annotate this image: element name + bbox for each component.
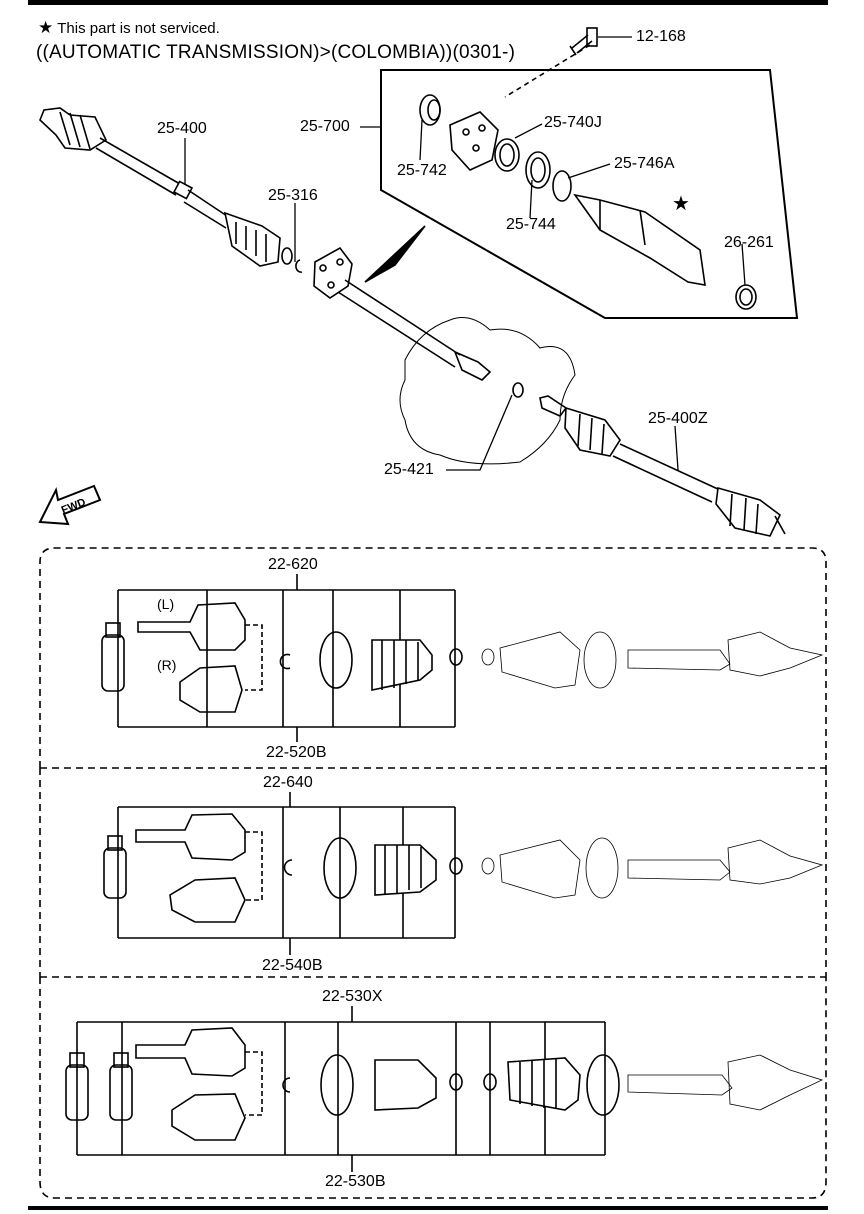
group-2-parts xyxy=(103,813,824,923)
group-1-right-label: (R) xyxy=(157,657,177,673)
bolt-12-168 xyxy=(504,27,598,98)
part-label-25-746A[interactable]: 25-746A xyxy=(614,155,675,172)
group-3-bottom-label[interactable]: 22-530B xyxy=(325,1173,386,1190)
shaft-25-400Z xyxy=(512,382,786,537)
part-label-12-168[interactable]: 12-168 xyxy=(636,28,686,45)
group-frame-3 xyxy=(39,977,827,1199)
group-1-top-label[interactable]: 22-620 xyxy=(268,556,318,573)
part-label-25-400[interactable]: 25-400 xyxy=(157,120,207,137)
condition-text: ((AUTOMATIC TRANSMISSION)>(COLOMBIA))(03… xyxy=(36,42,516,63)
part-label-25-421[interactable]: 25-421 xyxy=(384,461,434,478)
part-label-25-744[interactable]: 25-744 xyxy=(506,216,556,233)
group-2-top-label[interactable]: 22-640 xyxy=(263,774,313,791)
part-label-25-742[interactable]: 25-742 xyxy=(397,162,447,179)
part-label-25-700[interactable]: 25-700 xyxy=(300,118,350,135)
center-shaft xyxy=(313,225,492,381)
not-serviced-note: ★This part is not serviced. xyxy=(38,18,220,38)
note-text: This part is not serviced. xyxy=(57,20,220,37)
group-3-brackets xyxy=(76,1006,606,1172)
leader-lines xyxy=(184,36,746,471)
group-1-bottom-label[interactable]: 22-520B xyxy=(266,744,327,761)
star-icon: ★ xyxy=(38,18,54,37)
part-label-25-740J[interactable]: 25-740J xyxy=(544,114,602,131)
group-2-bottom-label[interactable]: 22-540B xyxy=(262,957,323,974)
group-1-left-label: (L) xyxy=(157,596,175,612)
group-3-top-label[interactable]: 22-530X xyxy=(322,988,383,1005)
not-serviced-star-icon: ★ xyxy=(672,193,690,215)
fwd-arrow-icon: FWD xyxy=(38,482,102,537)
part-label-26-261[interactable]: 26-261 xyxy=(724,234,774,251)
inset-parts xyxy=(419,94,757,310)
inset-box xyxy=(380,69,799,319)
part-label-25-400Z[interactable]: 25-400Z xyxy=(648,410,708,427)
group-3-parts xyxy=(65,1027,824,1141)
group-1-parts xyxy=(101,602,824,713)
transmission-outline xyxy=(399,317,576,465)
clip-25-316 xyxy=(295,259,303,273)
shaft-25-400 xyxy=(39,107,293,267)
group-1-brackets xyxy=(117,574,456,742)
part-label-25-316[interactable]: 25-316 xyxy=(268,187,318,204)
